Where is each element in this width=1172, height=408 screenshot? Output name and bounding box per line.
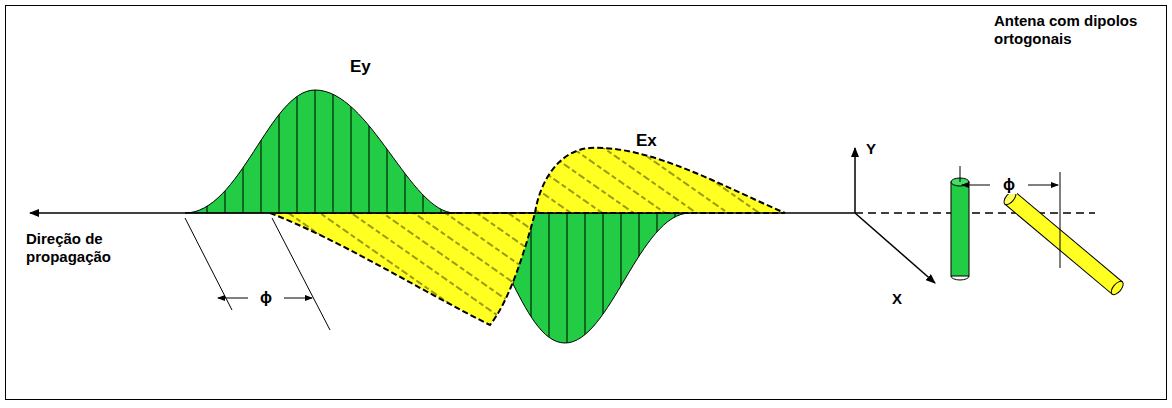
dimension-line [272, 218, 330, 330]
axis-dashed [855, 212, 1095, 214]
frame [6, 6, 1167, 400]
phase-symbol: ϕ [1001, 176, 1017, 194]
dimension-arrow [962, 185, 990, 186]
antenna-title: Antena com dipolos ortogonais [994, 12, 1164, 48]
field-label: Ex [636, 132, 657, 150]
ey-wave-lobe [185, 90, 455, 213]
dipole-end [951, 276, 969, 280]
horizontal-dipole [1002, 189, 1126, 296]
x-axis [855, 213, 935, 283]
axis-label: Y [866, 140, 876, 158]
dimension-arrow [284, 298, 312, 299]
propagation-label: Direção de propagação [26, 230, 166, 266]
ex-wave-lobe [270, 213, 535, 325]
propagation-axis [30, 212, 855, 214]
ex-wave-lobe [535, 148, 785, 213]
dimension-arrow [1028, 185, 1058, 186]
vertical-dipole [951, 182, 969, 276]
axis-label: X [892, 290, 902, 308]
dimension-line [1060, 172, 1061, 268]
phase-symbol: ϕ [258, 289, 274, 307]
field-label: Ey [350, 58, 371, 76]
y-axis [854, 148, 856, 213]
dimension-arrow [218, 298, 248, 299]
dimension-line [960, 166, 961, 182]
dimension-line [185, 218, 232, 310]
